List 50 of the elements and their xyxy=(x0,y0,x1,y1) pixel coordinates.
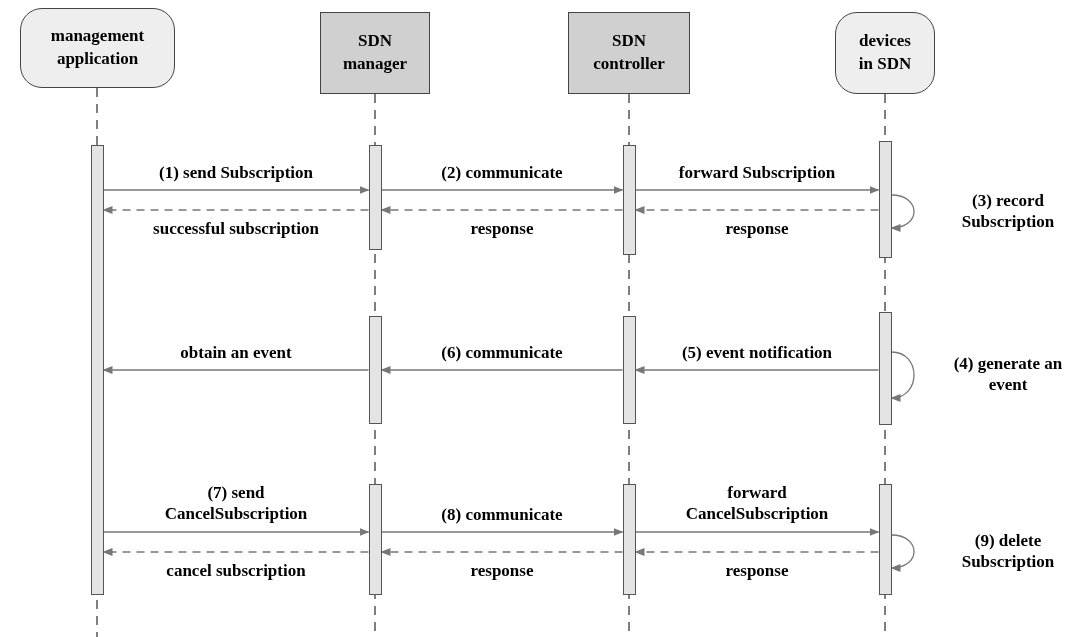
message-label: successful subscription xyxy=(153,218,319,240)
activation-bar xyxy=(90,145,104,595)
activation-bar xyxy=(878,484,892,595)
message-label: (7) send CancelSubscription xyxy=(163,482,309,525)
activation-bar xyxy=(622,484,636,595)
return-arrow xyxy=(102,206,370,214)
message-label: response xyxy=(470,218,534,240)
self-message-arrow xyxy=(890,351,915,401)
participant-box: SDN controller xyxy=(568,12,690,94)
activation-bar xyxy=(878,312,892,425)
participant-box: devices in SDN xyxy=(835,12,935,94)
activation-bar xyxy=(368,316,382,424)
activation-bar xyxy=(622,316,636,424)
message-arrow xyxy=(634,528,880,536)
message-label: forward Subscription xyxy=(678,162,836,184)
message-label: response xyxy=(725,560,789,582)
activation-bar xyxy=(878,141,892,258)
self-message-arrow xyxy=(890,534,915,572)
activation-bar xyxy=(368,145,382,250)
activation-bar xyxy=(622,145,636,255)
message-arrow xyxy=(102,528,370,536)
message-arrow xyxy=(634,366,880,374)
return-arrow xyxy=(380,206,624,214)
participant-box: management application xyxy=(20,8,175,88)
message-label: (8) communicate xyxy=(441,504,563,526)
message-arrow xyxy=(634,186,880,194)
activation-bar xyxy=(368,484,382,595)
message-label: (3) record Subscription xyxy=(960,189,1056,232)
message-label: (1) send Subscription xyxy=(159,162,313,184)
message-arrow xyxy=(102,186,370,194)
message-label: forward CancelSubscription xyxy=(684,482,830,525)
self-message-arrow xyxy=(890,194,915,232)
message-label: response xyxy=(470,560,534,582)
message-label: response xyxy=(725,218,789,240)
message-label: cancel subscription xyxy=(166,560,306,582)
return-arrow xyxy=(634,548,880,556)
return-arrow xyxy=(102,548,370,556)
return-arrow xyxy=(380,548,624,556)
message-arrow xyxy=(380,186,624,194)
message-label: (2) communicate xyxy=(441,162,563,184)
message-arrow xyxy=(380,366,624,374)
participant-box: SDN manager xyxy=(320,12,430,94)
message-arrow xyxy=(380,528,624,536)
message-label: (4) generate an event xyxy=(953,353,1063,396)
message-label: obtain an event xyxy=(180,342,292,364)
message-label: (6) communicate xyxy=(441,342,563,364)
message-label: (9) delete Subscription xyxy=(960,529,1056,572)
message-label: (5) event notification xyxy=(681,342,833,364)
message-arrow xyxy=(102,366,370,374)
return-arrow xyxy=(634,206,880,214)
